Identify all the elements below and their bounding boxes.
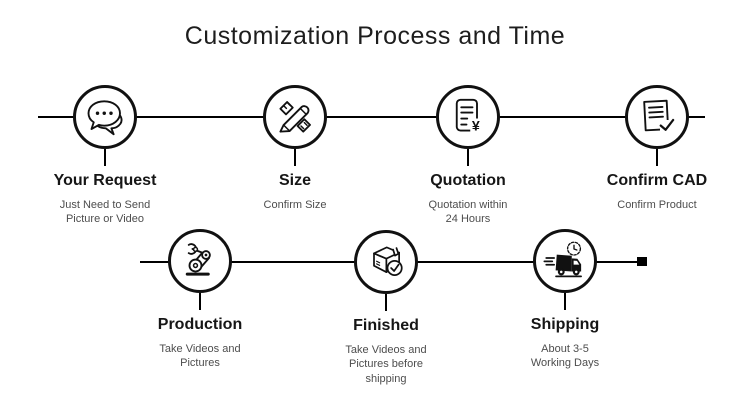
- step-description: Confirm Product: [617, 198, 697, 211]
- connector-stub: [294, 149, 296, 166]
- step-description: Take Videos and Pictures: [159, 342, 241, 370]
- step-your-request: Your Request Just Need to Send Picture o…: [20, 85, 190, 227]
- step-description: Confirm Size: [263, 198, 327, 211]
- step-circle: [354, 230, 418, 294]
- cad-document-check-icon: [643, 99, 675, 132]
- connector-stub: [385, 294, 387, 311]
- process-line-row1: [38, 116, 705, 118]
- connector-stub: [564, 293, 566, 310]
- step-circle: [533, 229, 597, 293]
- step-circle: [168, 229, 232, 293]
- robot-arm-icon: [185, 243, 211, 276]
- package-check-icon: [373, 246, 403, 276]
- quotation-document-icon: ¥: [455, 98, 482, 135]
- step-label: Confirm CAD: [606, 172, 708, 189]
- yen-symbol: ¥: [472, 119, 480, 135]
- step-label: Production: [157, 316, 243, 333]
- step-description: Quotation within 24 Hours: [428, 198, 508, 226]
- step-label: Shipping: [530, 316, 600, 333]
- step-circle: [625, 85, 689, 149]
- step-description: Take Videos and Pictures before shipping: [345, 343, 427, 386]
- step-label: Size: [278, 172, 311, 189]
- step-finished: Finished Take Videos and Pictures before…: [301, 230, 471, 387]
- step-production: Production Take Videos and Pictures: [115, 229, 285, 371]
- step-label: Your Request: [53, 172, 157, 189]
- connector-stub: [467, 149, 469, 166]
- connector-stub: [199, 293, 201, 310]
- step-quotation: ¥ Quotation Quotation within 24 Hours: [383, 85, 553, 227]
- line-end-square: [637, 257, 647, 266]
- step-label: Finished: [353, 317, 419, 334]
- chat-bubbles-icon: [87, 100, 123, 136]
- connector-stub: [104, 149, 106, 166]
- step-shipping: Shipping About 3-5 Working Days: [480, 229, 650, 371]
- page-title: Customization Process and Time: [184, 22, 566, 50]
- pencil-ruler-icon: [279, 101, 311, 133]
- step-description: About 3-5 Working Days: [530, 342, 600, 370]
- step-circle: ¥: [436, 85, 500, 149]
- step-size: Size Confirm Size: [210, 85, 380, 212]
- step-circle: [263, 85, 327, 149]
- step-label: Quotation: [430, 172, 506, 189]
- step-confirm-cad: Confirm CAD Confirm Product: [572, 85, 742, 212]
- step-description: Just Need to Send Picture or Video: [59, 198, 151, 226]
- step-circle: [73, 85, 137, 149]
- connector-stub: [656, 149, 658, 166]
- delivery-truck-icon: [543, 241, 582, 278]
